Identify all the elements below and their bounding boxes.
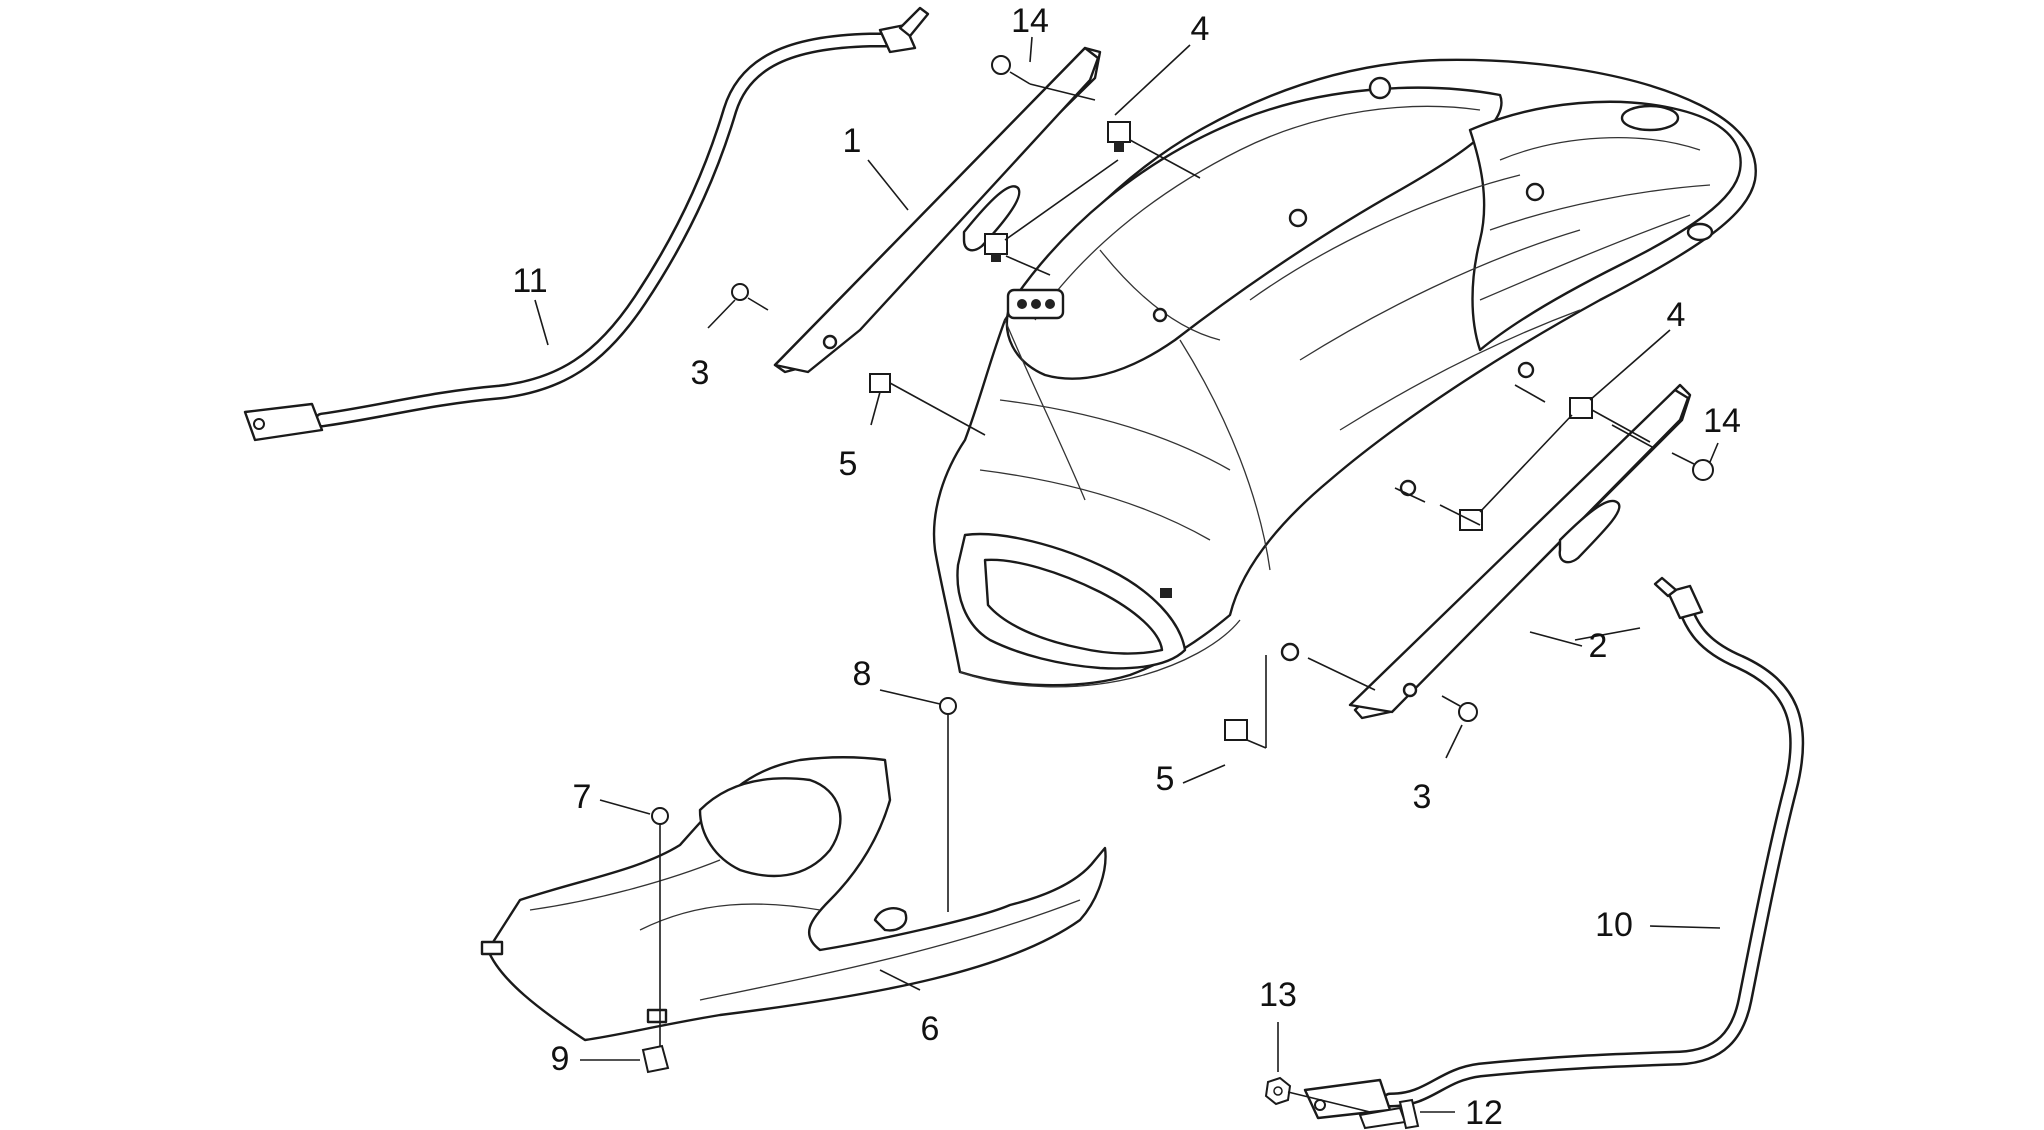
callout-14-top: 14 xyxy=(1011,2,1049,40)
callout-6: 6 xyxy=(921,1010,940,1048)
callout-12: 12 xyxy=(1465,1094,1503,1130)
right-rail-tube xyxy=(1303,576,1805,1120)
callout-labels: 1 2 3 3 4 4 5 5 6 7 8 9 10 11 12 13 14 1… xyxy=(512,2,1741,1130)
screw-14-top xyxy=(991,55,1031,85)
clip-4-upper xyxy=(984,121,1131,262)
screw-3-right xyxy=(1441,695,1478,722)
lower-tray xyxy=(480,756,1107,1042)
callout-4-right: 4 xyxy=(1667,296,1686,334)
left-rail-tube xyxy=(243,6,930,442)
nut-9 xyxy=(641,1044,670,1074)
callout-9: 9 xyxy=(551,1040,570,1078)
nut-13 xyxy=(1264,1076,1292,1106)
callout-5-left: 5 xyxy=(839,445,858,483)
callout-11: 11 xyxy=(512,262,547,300)
callout-1: 1 xyxy=(843,122,862,160)
bolt-12 xyxy=(1358,1098,1420,1130)
callout-4-upper: 4 xyxy=(1191,10,1210,48)
callout-3-left: 3 xyxy=(691,354,710,392)
left-side-panel xyxy=(773,46,1102,374)
callout-3-right: 3 xyxy=(1413,778,1432,816)
callout-8: 8 xyxy=(853,655,872,693)
callout-2: 2 xyxy=(1589,627,1608,665)
right-side-panel xyxy=(1348,383,1692,720)
screw-8 xyxy=(939,697,957,726)
callout-10: 10 xyxy=(1595,906,1633,944)
screw-14-right xyxy=(1671,452,1714,481)
callout-13: 13 xyxy=(1259,976,1297,1014)
clip-5-lower xyxy=(1224,719,1248,741)
leader-lines xyxy=(534,36,1721,1113)
rear-body-cover xyxy=(932,58,1757,688)
screw-3-left xyxy=(731,283,769,311)
callout-14-right: 14 xyxy=(1703,402,1741,440)
callout-5-lower: 5 xyxy=(1156,760,1175,798)
callout-7: 7 xyxy=(573,778,592,816)
screw-7 xyxy=(651,807,669,836)
clip-5-left xyxy=(869,373,891,393)
